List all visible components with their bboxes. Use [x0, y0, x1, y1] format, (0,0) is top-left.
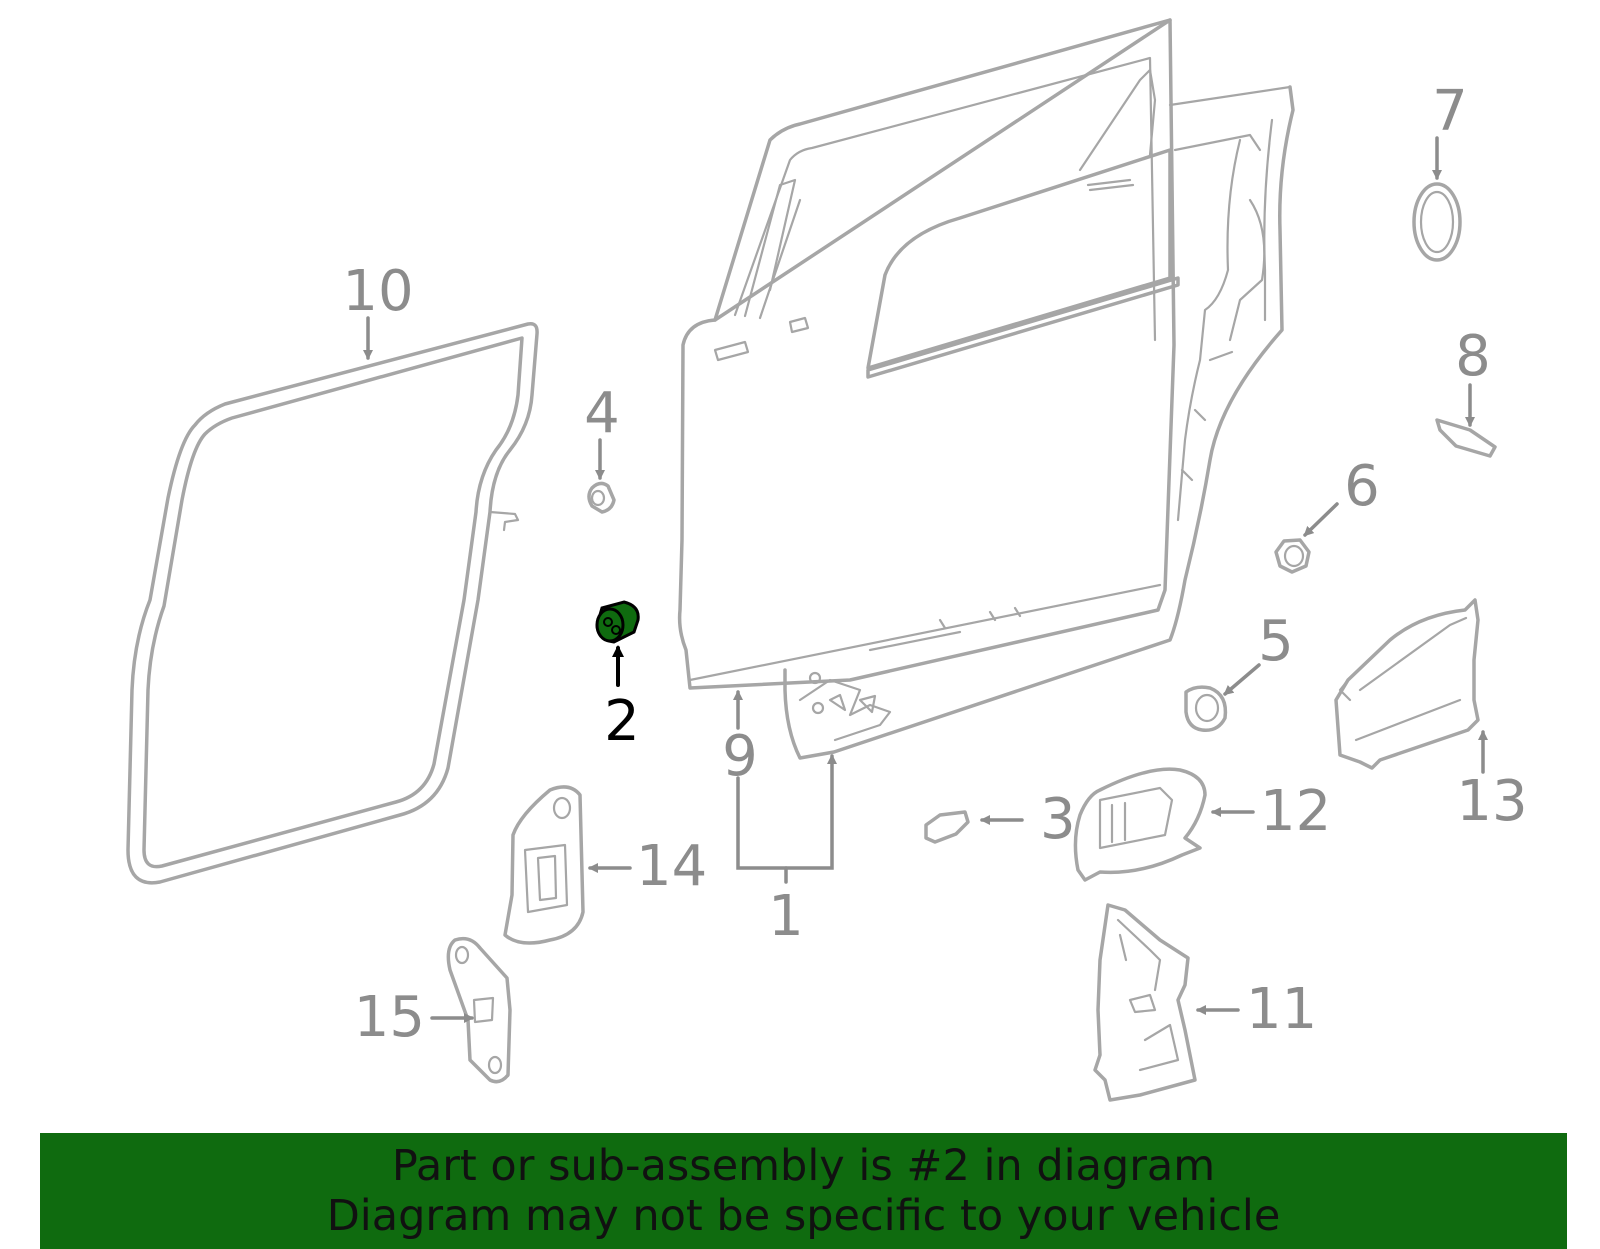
- callout-3: 3: [1040, 787, 1076, 852]
- callout-12: 12: [1260, 779, 1331, 844]
- part-11-actuator: [1093, 903, 1197, 1102]
- leader-lines: [363, 136, 1488, 1023]
- callout-6: 6: [1344, 454, 1380, 519]
- part-2-bushing-highlighted: [595, 600, 640, 644]
- banner-line-2: Diagram may not be specific to your vehi…: [326, 1191, 1281, 1241]
- callout-14: 14: [636, 834, 707, 899]
- callout-7: 7: [1432, 79, 1468, 144]
- part-9-door-shell: [677, 18, 1262, 690]
- callout-10: 10: [342, 259, 413, 324]
- callout-9: 9: [722, 724, 758, 789]
- callout-4: 4: [584, 381, 620, 446]
- callout-labels: 10 4 2 9 1 7 8 6 5 13 3 12 14 15 11: [342, 79, 1527, 1050]
- callout-11: 11: [1246, 977, 1317, 1042]
- leader-5: [1223, 663, 1261, 696]
- part-7-cap: [1412, 182, 1462, 262]
- part-14-striker: [503, 785, 585, 945]
- leader-6: [1303, 502, 1339, 537]
- part-6-grommet: [1274, 538, 1311, 574]
- callout-8: 8: [1455, 324, 1491, 389]
- callout-13: 13: [1456, 769, 1527, 834]
- part-13-cover: [1334, 598, 1480, 770]
- info-banner: Part or sub-assembly is #2 in diagram Di…: [40, 1133, 1567, 1249]
- part-5-clip: [1184, 685, 1228, 732]
- part-8-pad: [1435, 418, 1497, 458]
- callout-15: 15: [354, 985, 425, 1050]
- callout-5: 5: [1258, 609, 1294, 674]
- part-15-hinge: [446, 936, 512, 1084]
- part-3-bracket: [924, 810, 970, 844]
- part-10-weatherstrip: [126, 321, 539, 885]
- banner-line-1: Part or sub-assembly is #2 in diagram: [391, 1141, 1216, 1191]
- part-1-door-assembly: [783, 85, 1295, 760]
- callout-1: 1: [768, 884, 804, 949]
- part-4-clip: [587, 481, 616, 514]
- callout-2: 2: [604, 689, 640, 754]
- part-12-handle: [1073, 767, 1207, 882]
